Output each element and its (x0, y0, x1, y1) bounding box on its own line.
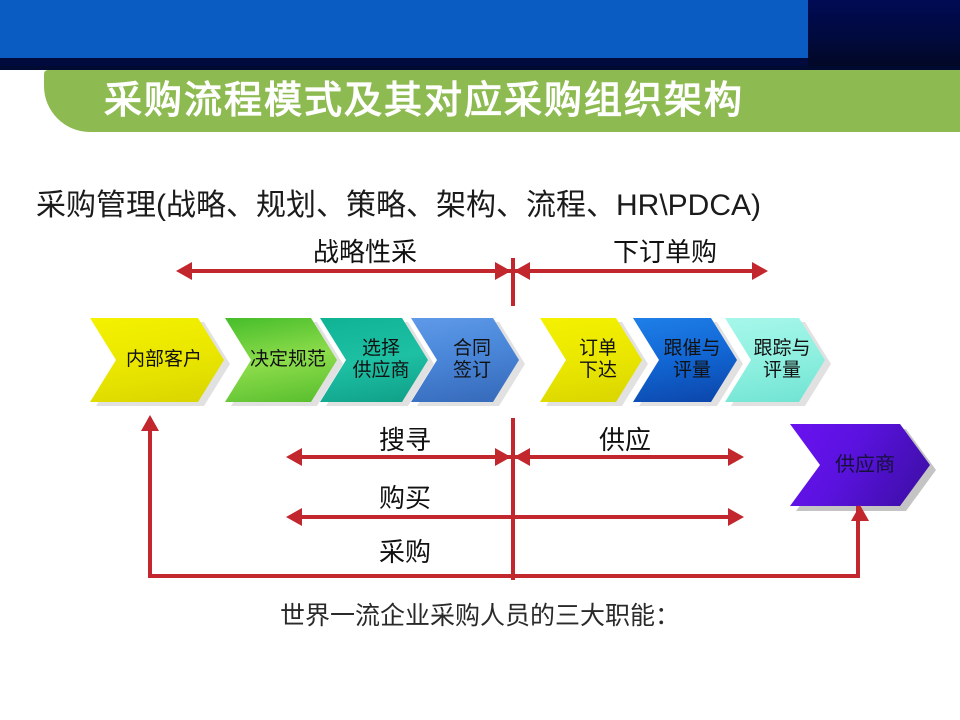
top-axis-inner-right-arrowhead (514, 262, 530, 280)
process-step-label: 内部客户 (125, 349, 202, 370)
top-axis-left-arrowhead (176, 262, 192, 280)
top-axis-right-label: 下订单购 (612, 237, 717, 267)
header-blue-band (0, 0, 808, 58)
lower-axis-line (300, 515, 732, 519)
mid-axis-left-arrowhead (286, 448, 302, 466)
supplier-shape[interactable]: 供应商 (790, 424, 930, 506)
title-green-banner (44, 70, 960, 132)
lower-axis-left-arrowhead (286, 508, 302, 526)
page-title: 采购流程模式及其对应采购组织架构 (104, 80, 745, 122)
feedback-loop-right-segment (856, 506, 860, 578)
process-step-label: 订单 下达 (578, 338, 617, 381)
process-step-label: 跟踪与 评量 (753, 338, 811, 381)
mid-axis-right-arrowhead (728, 448, 744, 466)
top-axis-right-arrowhead (752, 262, 768, 280)
header-blue-underline (0, 58, 808, 66)
procurement-management-line: 采购管理(战略、规划、策略、架构、流程、HR\PDCA) (36, 189, 761, 222)
mid-axis-inner-left-arrowhead (495, 448, 511, 466)
lower-axis-above-label: 购买 (378, 483, 431, 513)
top-axis-left-label: 战略性采 (312, 237, 417, 267)
process-step-internal-customer[interactable]: 内部客户 (90, 318, 224, 402)
process-step-label: 跟催与 评量 (663, 338, 721, 381)
lower-axis-right-arrowhead (728, 508, 744, 526)
feedback-loop-left-segment (148, 418, 152, 578)
feedback-loop-customer-arrowhead (141, 406, 159, 431)
mid-axis-left-label: 搜寻 (378, 425, 431, 455)
supplier-label: 供应商 (835, 454, 895, 476)
feedback-loop-supplier-arrowhead (851, 496, 869, 521)
mid-axis-right-label: 供应 (598, 425, 651, 455)
process-step-label: 合同 签订 (452, 338, 491, 381)
top-axis-inner-left-arrowhead (495, 262, 511, 280)
top-divider-tick (511, 258, 515, 306)
center-divider-line (511, 418, 515, 580)
process-step-label: 决定规范 (249, 349, 326, 370)
footer-note: 世界一流企业采购人员的三大职能： (279, 603, 680, 630)
top-axis-line (190, 269, 756, 273)
process-step-label: 选择 供应商 (352, 338, 410, 381)
mid-axis-inner-right-arrowhead (514, 448, 530, 466)
header-dark-underline (0, 66, 960, 70)
lower-axis-below-label: 采购 (378, 537, 431, 567)
feedback-loop-bottom-segment (148, 574, 860, 578)
